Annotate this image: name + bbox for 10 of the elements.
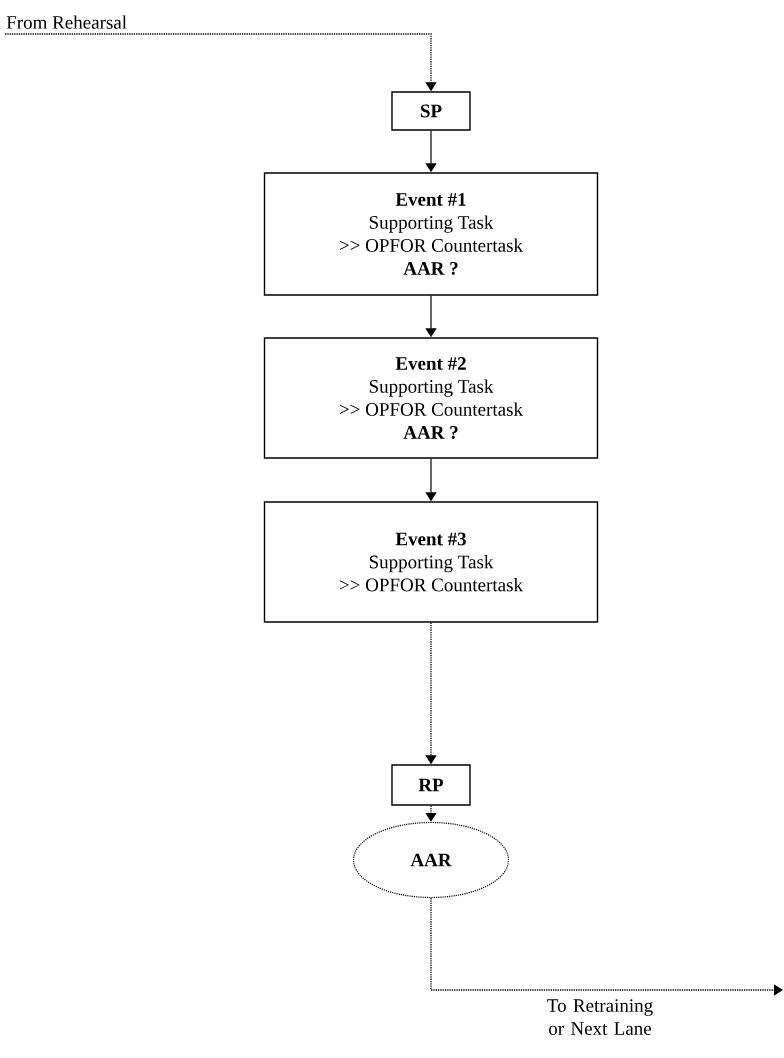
process-box: Event #2 Supporting Task >> OPFOR Countertask AAR ? xyxy=(263,337,599,459)
process-box: RP xyxy=(391,764,471,806)
ellipse-node: AAR xyxy=(352,821,510,899)
edge-label: From Rehearsal xyxy=(6,15,127,29)
arrow xyxy=(425,805,437,822)
edge-label: To Retraining or Next Lane xyxy=(547,999,653,1035)
process-box: SP xyxy=(391,91,471,131)
process-box: Event #1 Supporting Task >> OPFOR Countertask AAR ? xyxy=(263,172,599,296)
process-box: Event #3 Supporting Task >> OPFOR Countertask xyxy=(263,501,599,623)
arrow xyxy=(430,897,783,996)
